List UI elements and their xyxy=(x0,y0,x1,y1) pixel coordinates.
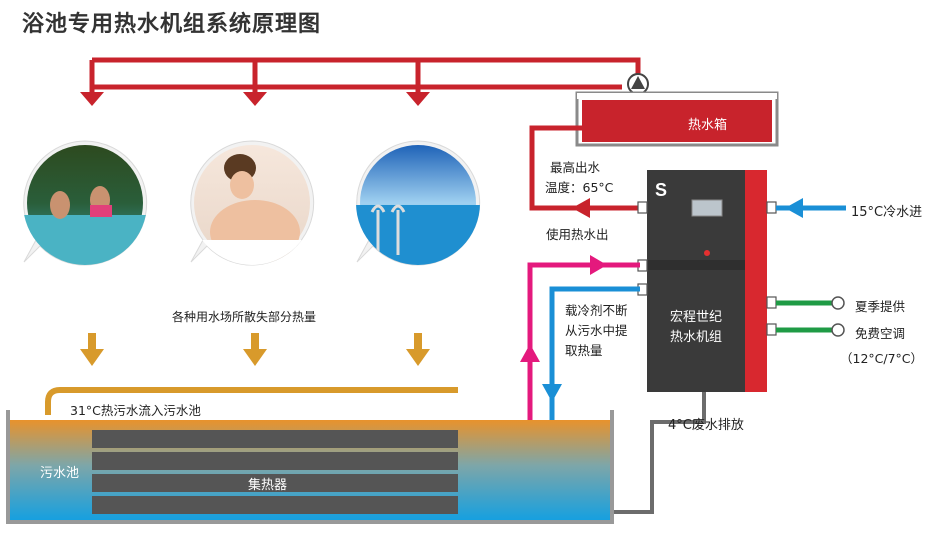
wastewater-in-label: 31°C热污水流入污水池 xyxy=(70,403,201,418)
ac-pipes xyxy=(776,300,832,333)
down-arrows-red xyxy=(80,92,430,106)
heat-loss-arrows xyxy=(80,333,430,366)
summer-label-3: （12°C/7°C） xyxy=(840,351,924,366)
heat-loss-label: 各种用水场所散失部分热量 xyxy=(172,310,317,324)
tank-to-use-pipe xyxy=(529,125,590,211)
refrigerant-label-2: 从污水中提 xyxy=(565,323,628,338)
heat-collector xyxy=(92,430,458,514)
max-temp-label-2: 温度：65°C xyxy=(545,180,614,195)
refrigerant-label-3: 取热量 xyxy=(565,343,603,358)
pump-icon xyxy=(627,57,649,95)
summer-label-1: 夏季提供 xyxy=(855,299,906,314)
cold-in-label: 15°C冷水进 xyxy=(851,205,923,220)
svg-text:S: S xyxy=(655,180,667,200)
discharge-pipe xyxy=(610,392,706,514)
summer-label-2: 免费空调 xyxy=(855,326,906,341)
discharge-label: 4°C废水排放 xyxy=(668,418,744,433)
max-temp-label-1: 最高出水 xyxy=(550,160,601,175)
collector-label: 集热器 xyxy=(248,478,288,493)
heat-pump-unit: S xyxy=(647,170,767,392)
unit-label-1: 宏程世纪 xyxy=(669,310,722,325)
scene-bathtub xyxy=(190,140,315,266)
page-title: 浴池专用热水机组系统原理图 xyxy=(22,12,322,37)
refrigerant-label-1: 载冷剂不断 xyxy=(565,303,628,318)
cold-in-arrow xyxy=(785,198,803,218)
scene-swimming-pool xyxy=(356,140,481,266)
wastewater-pipe xyxy=(45,387,458,415)
hot-supply-pipe xyxy=(89,57,641,100)
use-arrow xyxy=(572,198,590,218)
pipe-connectors xyxy=(637,201,777,336)
unit-label-2: 热水机组 xyxy=(669,330,722,345)
waste-pool-label: 污水池 xyxy=(40,466,80,481)
hot-water-tank xyxy=(575,91,779,147)
use-hot-water-label: 使用热水出 xyxy=(546,227,609,242)
scene-hot-spring xyxy=(23,140,148,266)
hot-tank-label: 热水箱 xyxy=(688,118,728,133)
